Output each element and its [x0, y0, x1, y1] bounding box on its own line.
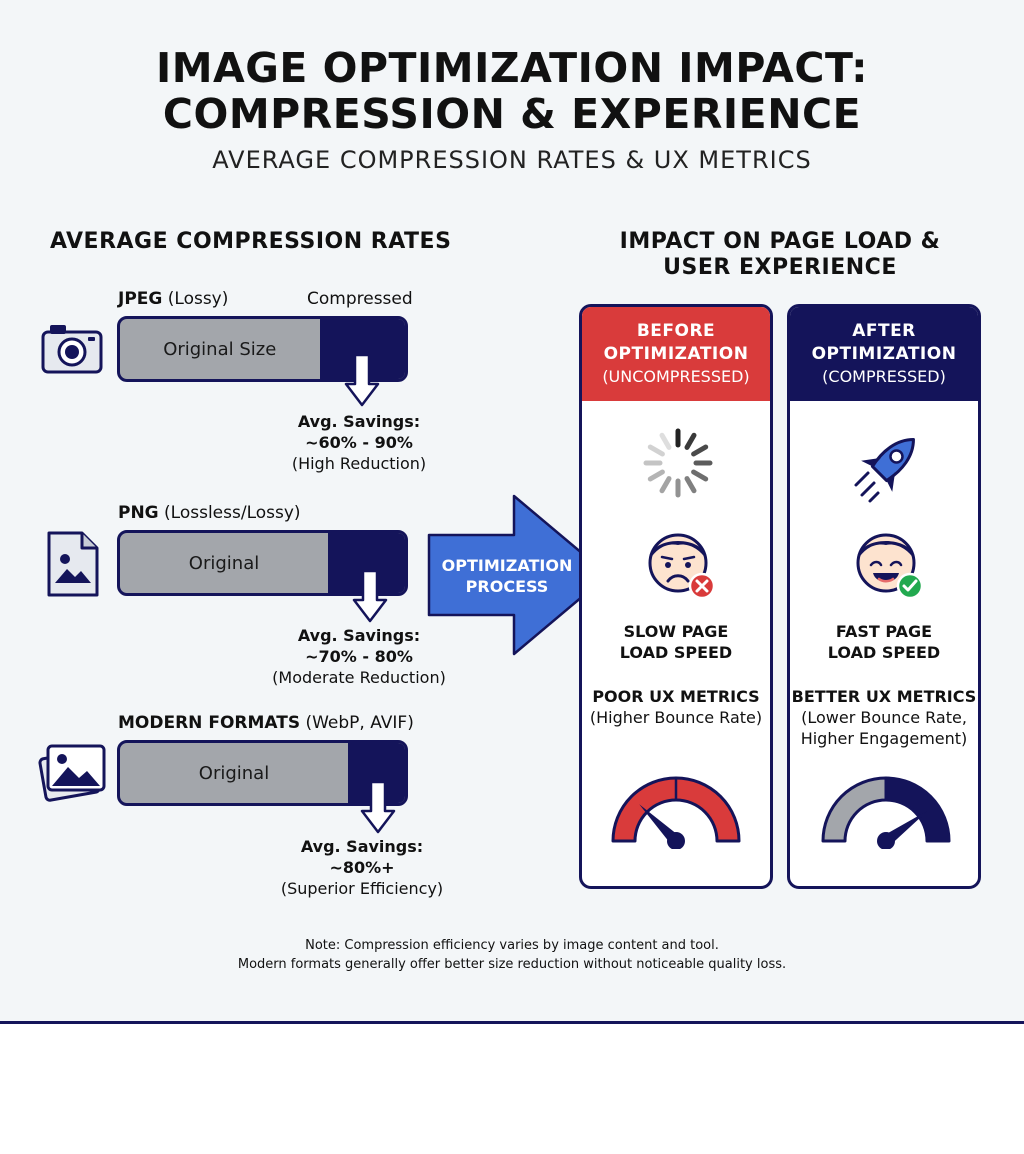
jpeg-label: JPEG (Lossy) — [118, 289, 229, 309]
photo-stack-icon — [36, 740, 108, 808]
down-arrow-icon — [360, 780, 396, 839]
image-file-icon — [46, 530, 100, 602]
sad-face-icon — [640, 523, 722, 609]
png-savings: Avg. Savings: ~70% - 80% (Moderate Reduc… — [272, 626, 446, 687]
after-panel: AFTER OPTIMIZATION (COMPRESSED) — [787, 304, 981, 889]
infographic: IMAGE OPTIMIZATION IMPACT: COMPRESSION &… — [0, 0, 1024, 1024]
camera-icon — [40, 321, 104, 381]
modern-size-bar: Original — [117, 740, 408, 806]
before-panel-header: BEFORE OPTIMIZATION (UNCOMPRESSED) — [582, 307, 770, 401]
better-ux-title: BETTER UX METRICS — [791, 687, 977, 706]
footnote: Note: Compression efficiency varies by i… — [237, 938, 787, 972]
success-badge-icon — [896, 572, 924, 604]
poor-ux-detail: (Higher Bounce Rate) — [589, 708, 763, 727]
modern-formats-label: MODERN FORMATS (WebP, AVIF) — [118, 713, 414, 733]
compression-heading: AVERAGE COMPRESSION RATES — [50, 229, 452, 254]
title-line-2: COMPRESSION & EXPERIENCE — [162, 90, 862, 138]
happy-face-icon — [848, 523, 930, 609]
rocket-icon — [848, 425, 928, 509]
impact-heading: IMPACT ON PAGE LOAD & USER EXPERIENCE — [619, 229, 941, 280]
down-arrow-icon — [344, 353, 380, 412]
original-segment: Original Size — [163, 338, 277, 360]
slow-load-label: SLOW PAGE LOAD SPEED — [619, 622, 733, 662]
original-segment: Original — [188, 552, 260, 574]
down-arrow-icon — [352, 569, 388, 628]
better-ux-detail: (Lower Bounce Rate, Higher Engagement) — [800, 708, 968, 748]
compressed-label: Compressed — [307, 289, 413, 309]
original-segment: Original — [198, 762, 270, 784]
error-badge-icon — [688, 572, 716, 604]
jpeg-savings: Avg. Savings: ~60% - 90% (High Reduction… — [291, 412, 427, 473]
modern-savings: Avg. Savings: ~80%+ (Superior Efficiency… — [280, 837, 444, 898]
after-panel-header: AFTER OPTIMIZATION (COMPRESSED) — [790, 307, 978, 401]
process-label: OPTIMIZATION PROCESS — [441, 556, 573, 596]
speedometer-fast-icon — [815, 769, 957, 853]
png-label: PNG (Lossless/Lossy) — [118, 503, 301, 523]
optimization-process-arrow — [426, 493, 612, 661]
fast-load-label: FAST PAGE LOAD SPEED — [827, 622, 941, 662]
title-line-1: IMAGE OPTIMIZATION IMPACT: — [155, 44, 869, 92]
loading-spinner-icon — [640, 425, 716, 505]
subtitle: AVERAGE COMPRESSION RATES & UX METRICS — [212, 146, 812, 174]
before-panel: BEFORE OPTIMIZATION (UNCOMPRESSED) — [579, 304, 773, 889]
poor-ux-title: POOR UX METRICS — [592, 687, 760, 706]
speedometer-slow-icon — [605, 769, 747, 853]
